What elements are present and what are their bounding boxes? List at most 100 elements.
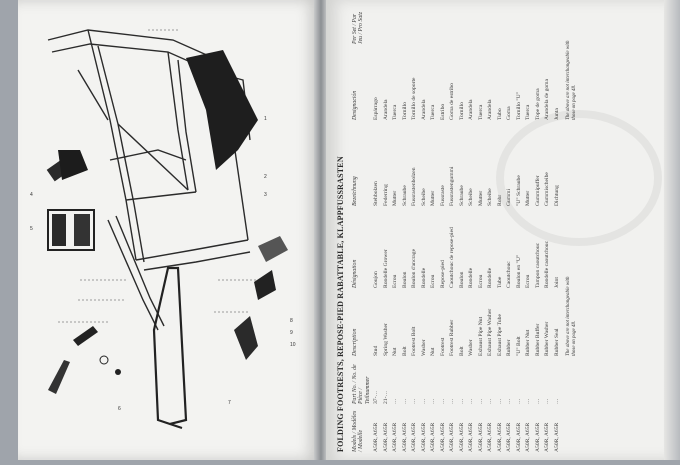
table-cell: … <box>458 398 465 404</box>
header-designacion: Designación <box>352 90 358 120</box>
table-cell: A50R, A65R <box>392 422 398 452</box>
table-cell: A50R, A65R <box>401 422 408 452</box>
table-cell: Arandela <box>487 99 493 121</box>
table-cell: … <box>515 398 522 404</box>
table-cell: Gummipuffer <box>534 175 541 206</box>
table-cell: … <box>468 398 474 404</box>
table-cell: … <box>553 398 560 404</box>
table-cell: Boulon d'ancrage <box>411 248 417 288</box>
col-bezeichnung: Stehbolzen Federring Mutter Schraube Fus… <box>372 124 562 206</box>
table-cell: A50R, A65R <box>496 422 503 452</box>
callout-4: 4 <box>30 192 33 198</box>
table-cell: A50R, A65R <box>468 422 474 452</box>
table-cell: … <box>420 398 427 404</box>
table-cell: Spring Washer <box>382 323 389 356</box>
table-cell: … <box>534 398 541 404</box>
table-cell: A50R, A65R <box>487 422 493 452</box>
table-cell: Nut <box>392 347 398 356</box>
col-part-no: 37-… 21-… … … … … … … … … … … … … … … … … <box>372 358 562 404</box>
table-cell: Tornillo <box>401 102 408 120</box>
table-cell: "U" Schraube <box>515 175 522 206</box>
table-cell: Tuerca <box>430 104 436 120</box>
table-cell: Rubber <box>506 339 512 356</box>
table-cell: Scheibe <box>420 188 427 206</box>
table-cell: Exhaust Pipe Nut <box>477 316 484 356</box>
table-cell: Rondelle <box>487 267 493 288</box>
table-cell: Rubber Nut <box>525 329 531 356</box>
page-edge <box>664 0 680 460</box>
table-cell: Rondelle <box>468 267 474 288</box>
table-cell: Arandela <box>382 99 389 121</box>
table-cell: Exhaust Pipe Washer <box>487 308 493 356</box>
table-cell: Goujon <box>373 271 379 288</box>
col-models: A50R, A65R A50R, A65R A50R, A65R A50R, A… <box>372 406 562 452</box>
table-cell: Arandela <box>468 99 474 121</box>
book-gutter <box>314 0 328 460</box>
table-cell: A50R, A65R <box>458 422 465 452</box>
table-cell: Ecrou <box>392 274 398 288</box>
table-cell: Dichtung <box>553 185 560 206</box>
table-cell: … <box>439 398 446 404</box>
footnote: The above are not interchangeable with t… <box>566 276 577 356</box>
callout-10: 10 <box>290 342 296 348</box>
table-cell: A50R, A65R <box>477 422 484 452</box>
table-cell: Tuerca <box>392 104 398 120</box>
callout-7: 7 <box>228 400 231 406</box>
table-cell: Goma <box>506 106 512 120</box>
watermark-logo <box>496 110 662 246</box>
table-cell: Gummischeibe <box>544 172 550 206</box>
table-cell: Tornillo "U" <box>515 92 522 120</box>
table-cell: … <box>544 398 550 404</box>
table-cell: Arandela <box>420 99 427 121</box>
callout-9: 9 <box>290 330 293 336</box>
table-cell: A50R, A65R <box>506 422 512 452</box>
left-page-diagram: 1 2 3 4 5 6 7 8 9 10 <box>18 0 320 460</box>
table-cell: Tornillo <box>458 102 465 120</box>
callout-8: 8 <box>290 318 293 324</box>
table-cell: A50R, A65R <box>525 422 531 452</box>
table-cell: Boulon <box>458 271 465 288</box>
table-cell: … <box>401 398 408 404</box>
table-cell: Bolt <box>401 346 408 356</box>
callout-6: 6 <box>118 406 121 412</box>
table-cell: Goma de estribo <box>449 83 455 120</box>
col-description: Stud Spring Washer Nut Bolt Footrest Bol… <box>372 290 562 356</box>
table-cell: A50R, A65R <box>373 422 379 452</box>
table-cell: Rondelle <box>420 267 427 288</box>
callout-1: 1 <box>264 116 267 122</box>
header-designation: Désignation <box>352 259 358 288</box>
table-cell: Rubber Seal <box>553 328 560 357</box>
table-cell: Scheibe <box>487 188 493 206</box>
table-cell: Stud <box>373 345 379 356</box>
table-cell: Mutter <box>430 190 436 206</box>
table-cell: A50R, A65R <box>439 422 446 452</box>
frame-exploded-diagram: 1 2 3 4 5 6 7 8 9 10 <box>30 29 296 429</box>
table-cell: Stehbolzen <box>373 181 379 206</box>
col-designation: Goujon Rondelle Grower Ecrou Boulon Boul… <box>372 210 562 288</box>
table-cell: Estribo <box>439 103 446 120</box>
header-models: Models / Modèles / Modelle <box>352 410 365 452</box>
table-cell: Tampon caoutchouc <box>534 242 541 288</box>
table-cell: Footrest <box>439 337 446 356</box>
table-cell: Washer <box>468 339 474 356</box>
table-cell: A50R, A65R <box>449 422 455 452</box>
table-cell: … <box>430 398 436 404</box>
table-cell: Gummi <box>506 188 512 206</box>
table-cell: Caoutchouc de repose-pied <box>449 227 455 288</box>
table-cell: … <box>496 398 503 404</box>
table-cell: Caoutchouc <box>506 261 512 288</box>
table-cell: Fussrastenbolzen <box>411 167 417 206</box>
table-cell: Boulon <box>401 271 408 288</box>
table-cell: Bolt <box>458 346 465 356</box>
table-cell: Scheibe <box>468 188 474 206</box>
table-cell: A50R, A65R <box>430 422 436 452</box>
table-cell: Rohr <box>496 194 503 206</box>
table-cell: "U" Bolt <box>515 336 522 356</box>
table-cell: Mutter <box>392 190 398 206</box>
table-cell: … <box>411 398 417 404</box>
table-cell: Nut <box>430 347 436 356</box>
table-cell: A50R, A65R <box>411 422 417 452</box>
table-cell: Tuerca <box>525 104 531 120</box>
table-cell: Rubber Washer <box>544 321 550 356</box>
